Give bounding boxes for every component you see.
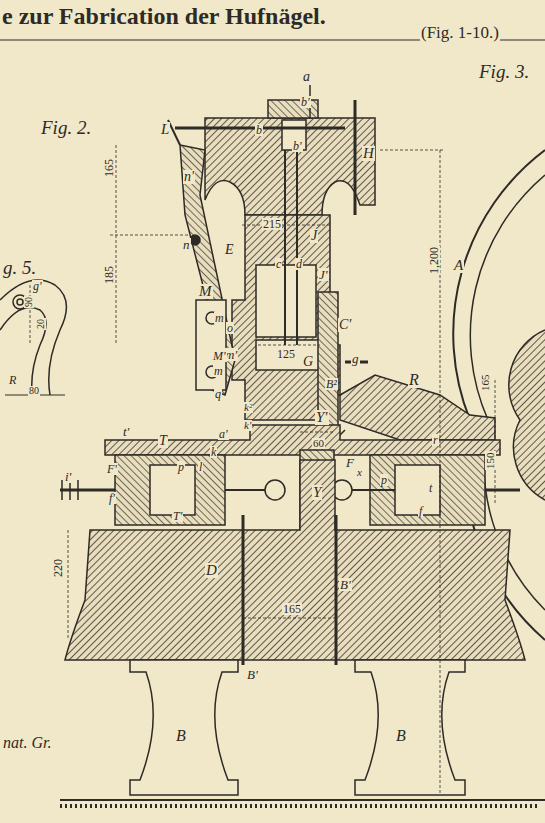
- figure-label: (Fig. 1-10.): [420, 24, 500, 41]
- dimension-number: 90: [24, 296, 34, 308]
- part-letter: m: [214, 312, 225, 324]
- part-letter: o: [226, 322, 234, 334]
- dimension-number: 220: [52, 558, 64, 578]
- part-letter: p: [177, 461, 185, 473]
- part-letter: H: [362, 146, 375, 161]
- part-letter: m: [213, 365, 224, 377]
- dimension-number: 125: [276, 348, 296, 360]
- part-letter: l: [198, 461, 203, 473]
- dimension-number: 80: [28, 386, 40, 396]
- figure-label: Fig. 2.: [40, 118, 92, 137]
- dimension-number: 165: [480, 374, 491, 393]
- part-letter: f': [108, 492, 116, 504]
- part-letter: i': [64, 470, 72, 483]
- part-letter: J: [310, 229, 318, 243]
- part-letter: B²: [325, 378, 338, 390]
- part-letter: t': [122, 425, 130, 438]
- part-letter: T': [172, 510, 183, 522]
- part-letter: b: [255, 124, 263, 136]
- part-letter: C': [338, 318, 352, 332]
- dimension-number: 60: [312, 438, 325, 449]
- part-letter: Y': [315, 410, 329, 425]
- part-letter: n': [183, 170, 195, 184]
- part-letter: x: [356, 467, 363, 478]
- part-letter: r: [432, 434, 439, 446]
- dimension-number: 1,200: [428, 246, 440, 275]
- part-letter: p: [380, 474, 388, 486]
- part-letter: n: [182, 238, 191, 251]
- part-letter: g': [32, 280, 43, 292]
- part-letter: g: [351, 352, 360, 365]
- part-letter: a': [218, 428, 229, 440]
- dimension-number: 150: [485, 452, 496, 471]
- figure-label: g. 5.: [2, 258, 37, 277]
- part-letter: q: [214, 388, 222, 400]
- part-letter: F': [106, 463, 118, 475]
- part-letter: f: [418, 505, 423, 517]
- plate-title: e zur Fabrication der Hufnägel.: [2, 4, 326, 28]
- figure-label: Fig. 3.: [478, 62, 530, 81]
- part-letter: A: [453, 258, 464, 273]
- part-letter: M: [198, 284, 213, 299]
- part-letter: Y: [312, 485, 322, 500]
- part-letter: E: [224, 243, 235, 257]
- part-letter: nat. Gr.: [2, 735, 52, 751]
- part-letter: T: [158, 434, 168, 448]
- part-letter: M': [212, 350, 227, 362]
- part-letter: B: [175, 728, 187, 744]
- part-letter: R: [408, 372, 420, 388]
- part-letter: t: [428, 482, 433, 494]
- part-letter: b': [292, 140, 303, 152]
- part-letter: G: [302, 355, 314, 369]
- dimension-number: 20: [36, 318, 46, 330]
- part-letter: k: [210, 446, 217, 458]
- part-letter: B: [395, 728, 407, 744]
- part-letter: k': [243, 420, 252, 431]
- dimension-number: 185: [103, 265, 115, 285]
- part-letter: R: [8, 374, 17, 386]
- part-letter: a: [302, 70, 311, 84]
- part-letter: J': [318, 268, 329, 281]
- part-letter: b': [300, 96, 311, 108]
- part-letter: B': [339, 578, 352, 591]
- dimension-number: 165: [103, 158, 115, 178]
- part-letter: B': [246, 668, 259, 681]
- part-letter: d: [295, 258, 303, 270]
- part-letter: L: [160, 122, 170, 137]
- part-letter: c: [275, 258, 282, 270]
- part-letter: D: [205, 563, 218, 578]
- part-letter: F: [345, 456, 355, 469]
- part-letter: k²: [243, 402, 253, 413]
- dimension-number: 215: [262, 218, 282, 230]
- dimension-number: 165: [282, 603, 302, 615]
